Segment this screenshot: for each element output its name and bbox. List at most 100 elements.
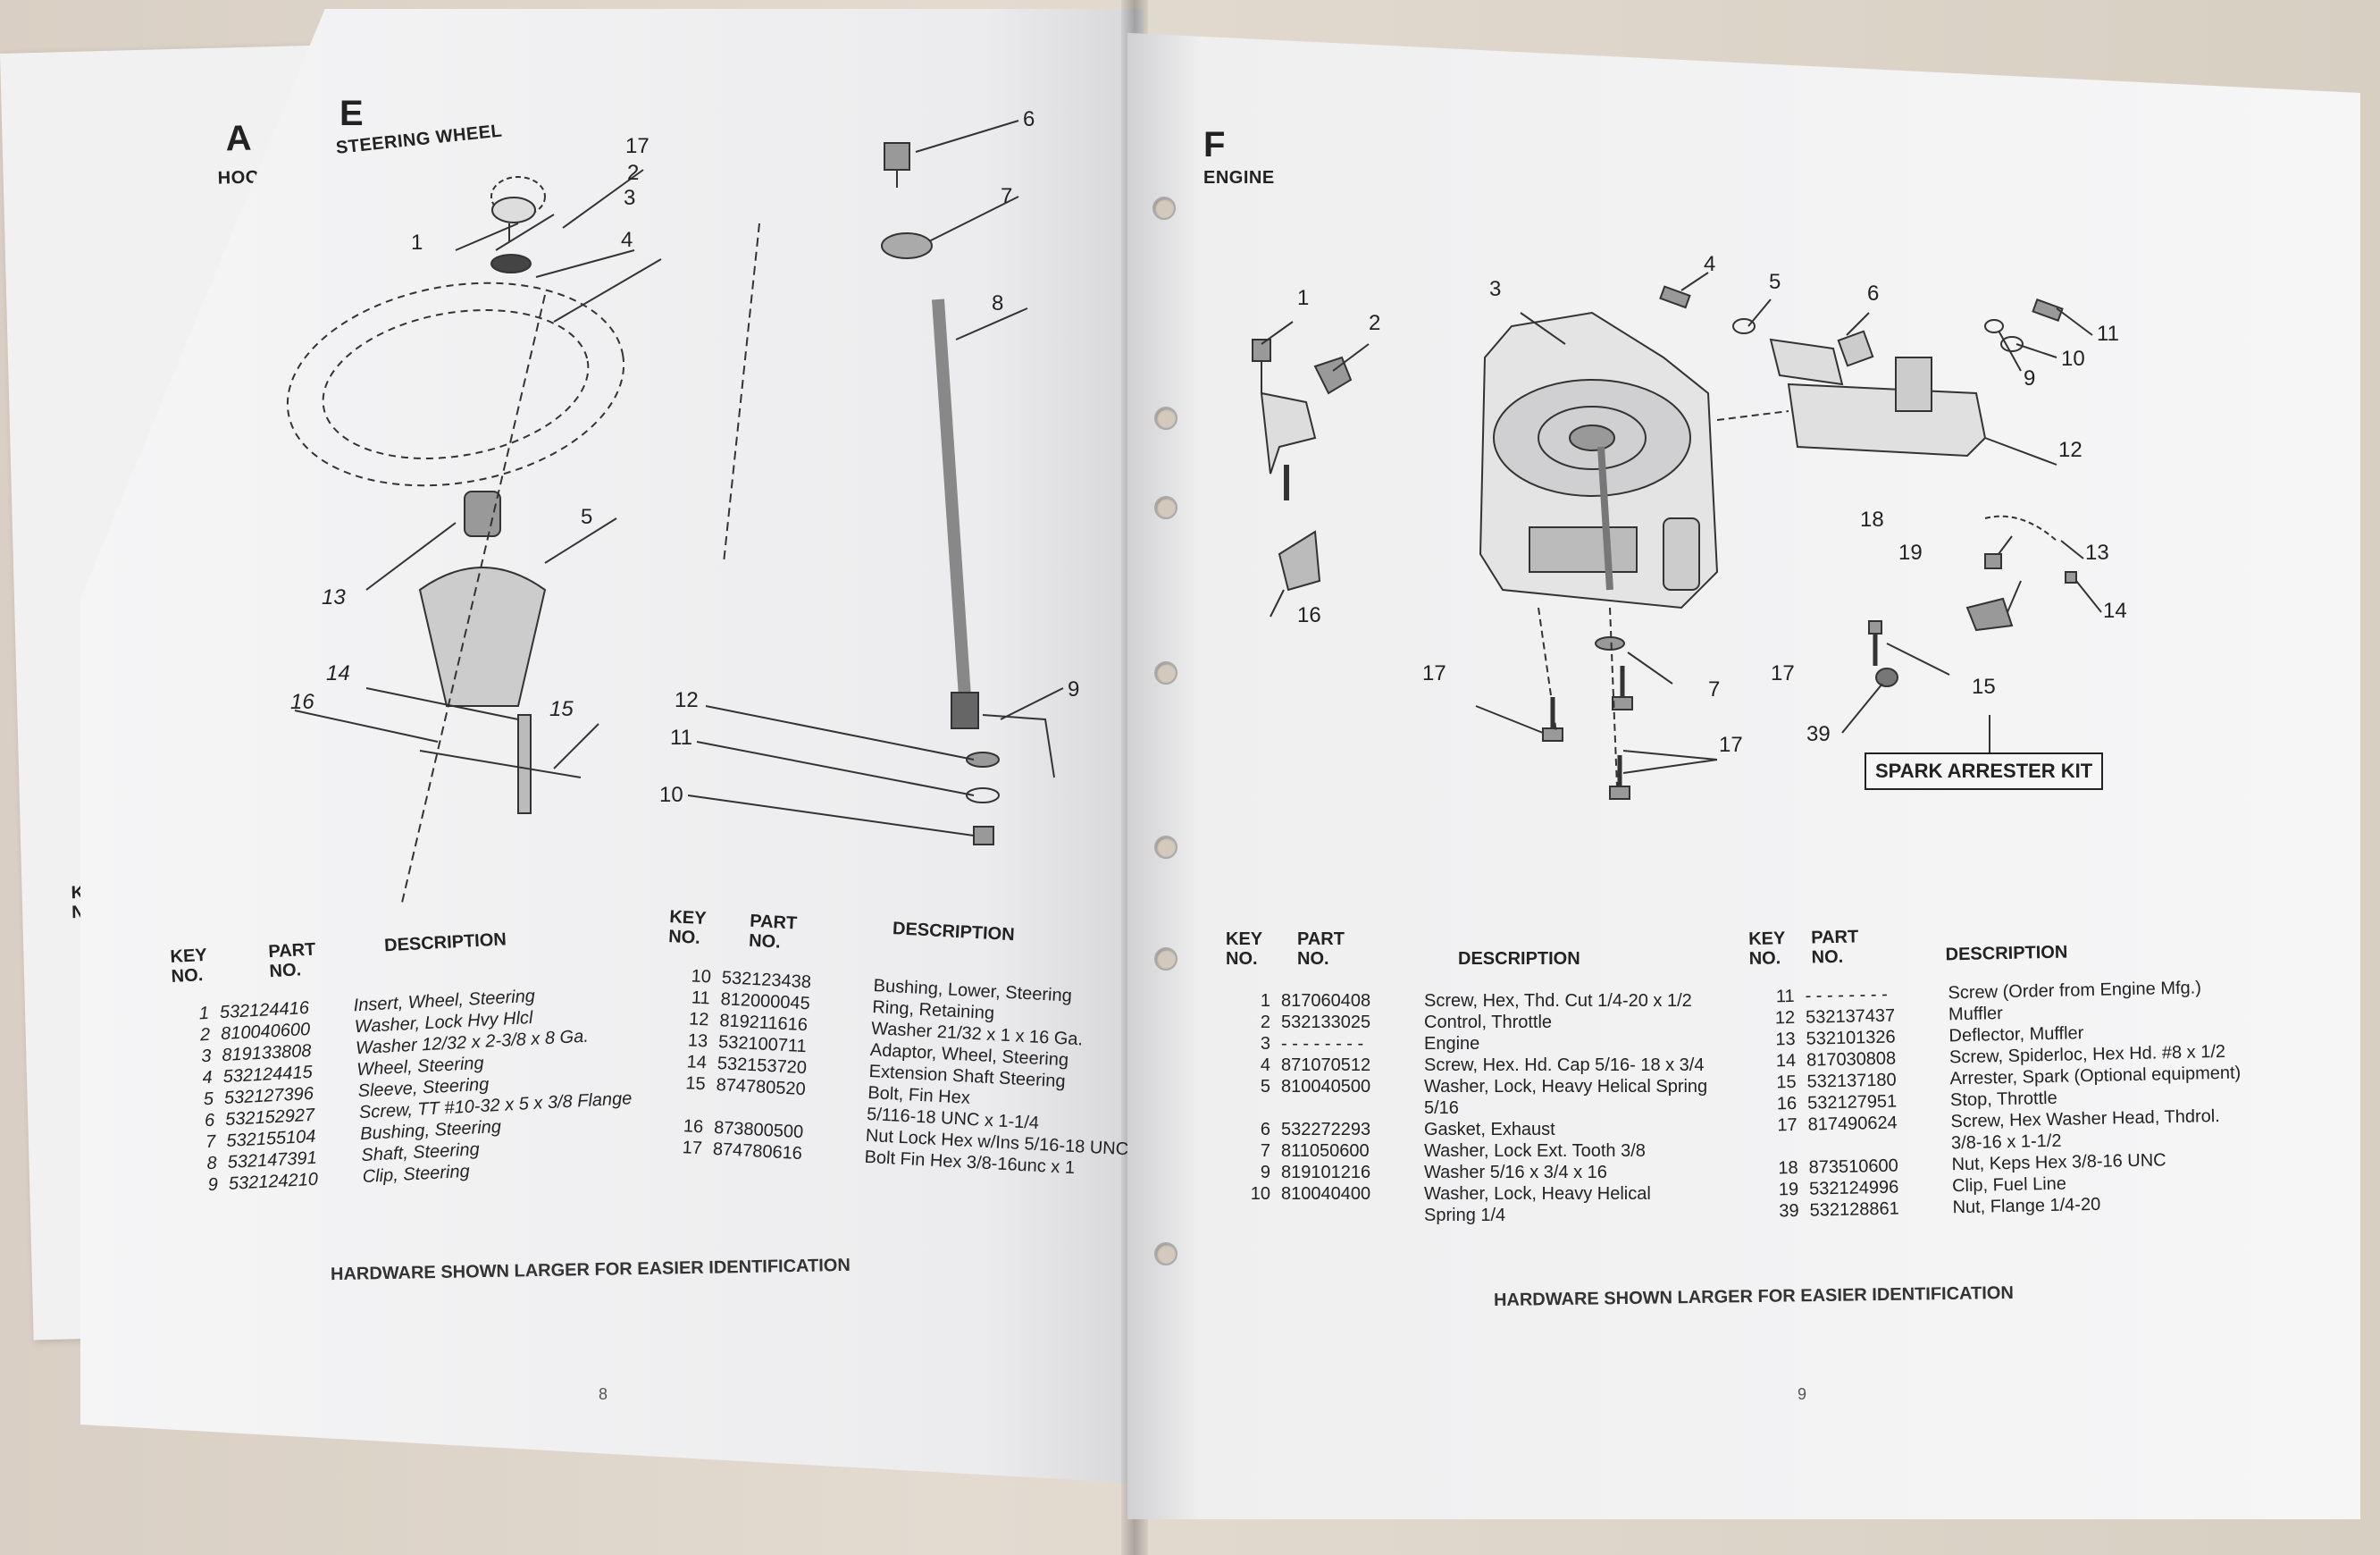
callout-19: 19 <box>1898 541 1923 565</box>
section-title: ENGINE <box>1203 168 1275 188</box>
cell-part <box>1808 1148 1951 1151</box>
cell-part: 532101326 <box>1806 1027 1896 1049</box>
callout-16: 16 <box>1297 603 1321 627</box>
cell-key: 13 <box>687 1030 708 1052</box>
steering-diagram <box>286 120 1064 904</box>
cell-part: 817030808 <box>1806 1048 1897 1071</box>
table-row: 10 810040400 Washer, Lock, Heavy Helical <box>1226 1183 1764 1205</box>
callout-3: 3 <box>624 186 636 210</box>
callout-15: 15 <box>1972 675 1996 699</box>
callout-1: 1 <box>411 231 423 255</box>
cell-key: 15 <box>684 1073 707 1095</box>
cell-part: 532272293 <box>1281 1120 1371 1139</box>
cell-key: 2 <box>199 1024 211 1046</box>
cell-part: 532128861 <box>1809 1198 1899 1221</box>
binder-hole <box>1154 661 1177 685</box>
callout-13: 13 <box>2085 541 2109 565</box>
cell-desc: Control, Throttle <box>1424 1013 1553 1032</box>
cell-desc: Washer, Lock, Heavy Helical <box>1424 1184 1651 1204</box>
section-letter: E <box>339 94 364 133</box>
callout-13: 13 <box>322 585 346 609</box>
callout-14: 14 <box>2103 599 2127 623</box>
table-row: Spring 1/4 <box>1226 1205 1764 1226</box>
callout-9: 9 <box>2024 366 2036 391</box>
cell-part: 819101216 <box>1281 1163 1371 1182</box>
cell-key: 10 <box>691 966 712 988</box>
cell-desc: Washer, Lock Ext. Tooth 3/8 <box>1424 1141 1646 1161</box>
callout-2: 2 <box>627 161 640 185</box>
cell-part: 532137180 <box>1806 1070 1897 1092</box>
callout-7: 7 <box>1708 677 1721 702</box>
callout-8: 8 <box>992 291 1004 315</box>
callout-4: 4 <box>621 228 633 252</box>
table-row: 1 817060408 Screw, Hex, Thd. Cut 1/4-20 x … <box>1226 990 1764 1012</box>
callout-6: 6 <box>1867 282 1880 306</box>
cell-part: - - - - - - - - <box>1281 1034 1364 1054</box>
cell-key: 1 <box>1260 991 1270 1011</box>
callout-12: 12 <box>2058 438 2082 462</box>
cell-key: 7 <box>205 1131 217 1153</box>
section-letter: A <box>225 118 253 159</box>
callout-11: 11 <box>670 726 692 750</box>
cell-part: 817490624 <box>1807 1113 1898 1135</box>
cell-key: 1 <box>198 1003 210 1024</box>
page-number: 9 <box>1798 1385 1807 1403</box>
cell-key: 9 <box>1260 1163 1270 1182</box>
cell-desc: Gasket, Exhaust <box>1424 1120 1555 1139</box>
table-row: 3- - - - - - - -Engine <box>1226 1033 1764 1055</box>
cell-key: 15 <box>1776 1072 1797 1093</box>
spark-arrester-kit-label: SPARK ARRESTER KIT <box>1865 752 2104 790</box>
cell-key: 5 <box>1260 1077 1270 1097</box>
callout-4: 4 <box>1704 252 1716 276</box>
callout-3: 3 <box>1489 277 1502 301</box>
cell-desc: Engine <box>1424 1034 1480 1054</box>
cell-desc: Screw, Hex, Thd. Cut 1/4-20 x 1/2 <box>1424 991 1692 1011</box>
callout-14: 14 <box>326 661 350 685</box>
cell-key: 12 <box>688 1009 710 1030</box>
callout-16: 16 <box>290 690 314 714</box>
cell-part: 532137437 <box>1805 1005 1896 1028</box>
callout-12: 12 <box>675 688 699 712</box>
page-number: 8 <box>599 1385 608 1403</box>
cell-key <box>659 1109 715 1112</box>
cell-key: 4 <box>202 1067 214 1088</box>
cell-part: 817060408 <box>1281 991 1371 1011</box>
callout-6: 6 <box>1023 107 1035 131</box>
bolt-shape <box>884 142 910 171</box>
table-row: 7 811050600 Washer, Lock Ext. Tooth 3/8 <box>1226 1140 1764 1162</box>
cell-part: 810040400 <box>1281 1184 1371 1204</box>
cell-key: 19 <box>1778 1179 1799 1200</box>
binder-hole <box>1154 1242 1177 1265</box>
cell-key: 10 <box>1250 1184 1270 1204</box>
cell-part: 811050600 <box>1281 1141 1370 1161</box>
table-row: 5 810040500 Washer, Lock, Heavy Helical Sp… <box>1226 1076 1764 1097</box>
cell-key: 12 <box>1774 1007 1796 1029</box>
cell-key: 7 <box>1260 1141 1270 1161</box>
cell-part: 810040500 <box>1281 1077 1371 1097</box>
section-letter: F <box>1203 125 1226 164</box>
cell-key: 11 <box>691 988 711 1009</box>
callout-15: 15 <box>549 697 574 721</box>
callout-17: 17 <box>1719 733 1743 757</box>
cell-part: - - - - - - - - <box>1805 984 1888 1006</box>
cell-key: 17 <box>682 1138 703 1159</box>
cell-desc: Washer, Lock, Heavy Helical Spring <box>1424 1077 1708 1097</box>
callout-5: 5 <box>581 505 593 529</box>
cell-key: 6 <box>1260 1120 1270 1139</box>
cell-key: 39 <box>1779 1200 1799 1222</box>
cell-key: 14 <box>686 1052 708 1073</box>
callout-7: 7 <box>1001 184 1013 208</box>
cell-key: 5 <box>203 1088 214 1110</box>
cell-key: 16 <box>1776 1093 1798 1114</box>
cell-key: 16 <box>683 1116 704 1138</box>
callout-18: 18 <box>1860 508 1884 532</box>
cell-part: 871070512 <box>1281 1055 1371 1075</box>
page-steering-wheel: E STEERING WHEEL 17 2 3 1 4 5 13 14 16 1… <box>80 9 1144 1484</box>
table-row: 5/16 <box>1226 1097 1764 1119</box>
cell-key: 18 <box>1778 1157 1798 1179</box>
